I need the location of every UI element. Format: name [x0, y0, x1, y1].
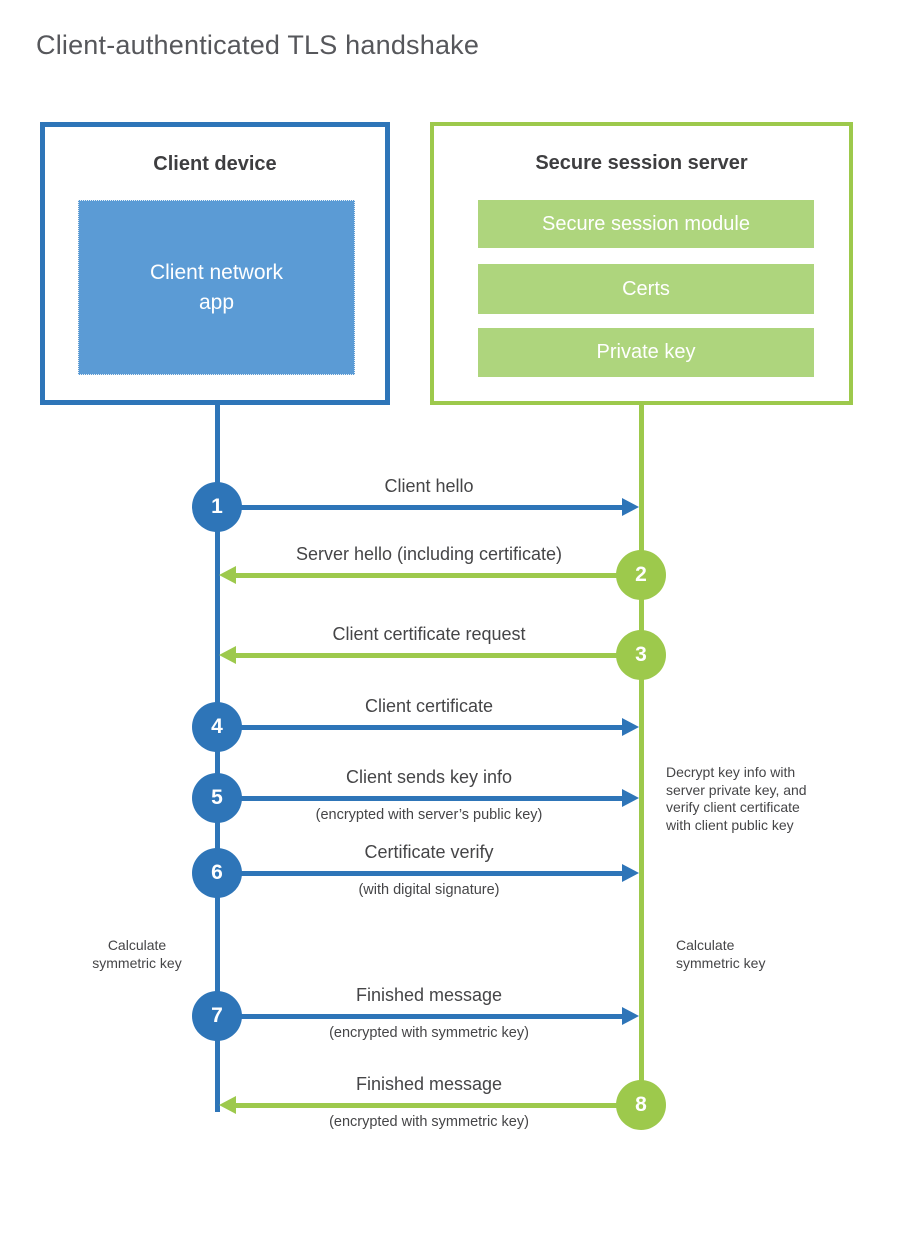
step-badge-5: 5 [192, 773, 242, 823]
message-label: Client certificate request [332, 624, 526, 644]
message-sublabel: (encrypted with symmetric key) [329, 1114, 529, 1130]
arrow-right-icon [622, 1007, 639, 1025]
message-label: Client sends key info [345, 767, 513, 787]
arrow-line [234, 796, 622, 801]
arrow-right-icon [622, 718, 639, 736]
secure-session-server-box: Secure session server Secure session mod… [430, 122, 853, 405]
step-badge-3: 3 [616, 630, 666, 680]
page-title: Client-authenticated TLS handshake [36, 30, 480, 60]
step-badge-1: 1 [192, 482, 242, 532]
client-network-app-box: Client network app [78, 200, 355, 375]
step-badge-4: 4 [192, 702, 242, 752]
step-badge-7: 7 [192, 991, 242, 1041]
message-sublabel: (encrypted with symmetric key) [329, 1025, 529, 1041]
message-sublabel: (encrypted with server’s public key) [315, 807, 543, 823]
step-badge-2: 2 [616, 550, 666, 600]
note-calculate-symmetric-key-server: Calculate symmetric key [676, 937, 766, 971]
arrow-right-icon [622, 498, 639, 516]
server-lifeline [639, 405, 644, 1081]
server-module-secure-session: Secure session module [478, 200, 814, 248]
message-label: Finished message [355, 985, 503, 1005]
arrow-line [234, 871, 622, 876]
client-device-title: Client device [153, 153, 277, 175]
arrow-right-icon [622, 864, 639, 882]
arrow-line [235, 653, 627, 658]
message-label: Finished message [355, 1074, 503, 1094]
message-label: Server hello (including certificate) [295, 544, 563, 564]
message-label: Certificate verify [364, 842, 494, 862]
arrow-right-icon [622, 789, 639, 807]
note-calculate-symmetric-key-client: Calculate symmetric key [92, 937, 182, 971]
arrow-line [234, 505, 622, 510]
server-module-certs: Certs [478, 264, 814, 314]
message-sublabel: (with digital signature) [358, 882, 500, 898]
message-label: Client certificate [364, 696, 494, 716]
arrow-line [234, 725, 622, 730]
arrow-left-icon [219, 1096, 236, 1114]
step-badge-8: 8 [616, 1080, 666, 1130]
arrow-left-icon [219, 646, 236, 664]
arrow-line [235, 573, 627, 578]
arrow-left-icon [219, 566, 236, 584]
client-device-box: Client device Client network app [40, 122, 390, 405]
server-module-private-key: Private key [478, 328, 814, 377]
note-decrypt-key-info: Decrypt key info with server private key… [666, 764, 807, 833]
arrow-line [235, 1103, 627, 1108]
message-label: Client hello [384, 476, 474, 496]
arrow-line [234, 1014, 622, 1019]
step-badge-6: 6 [192, 848, 242, 898]
secure-session-server-title: Secure session server [535, 152, 748, 174]
client-lifeline [215, 405, 220, 1112]
